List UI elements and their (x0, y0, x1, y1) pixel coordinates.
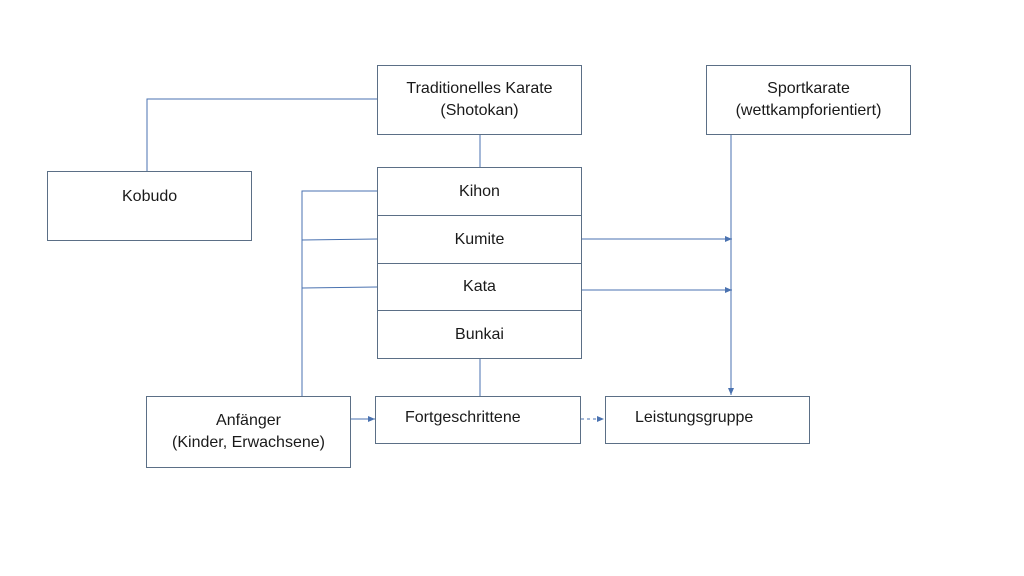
node-bunkai-label: Bunkai (455, 325, 504, 343)
node-sport-line1: Sportkarate (767, 80, 850, 97)
node-kobudo-label: Kobudo (122, 188, 178, 205)
node-beginner-line2: (Kinder, Erwachsene) (172, 434, 325, 451)
node-sport-karate: Sportkarate (wettkampforientiert) (706, 65, 911, 135)
node-beginner: Anfänger (Kinder, Erwachsene) (146, 396, 351, 468)
node-beginner-line1: Anfänger (216, 412, 281, 429)
node-kata: Kata (377, 263, 582, 311)
node-advanced: Fortgeschrittene (375, 396, 581, 444)
line-beginner-kumite (301, 238, 378, 241)
node-traditional-karate: Traditionelles Karate (Shotokan) (377, 65, 582, 135)
node-sport-line2: (wettkampforientiert) (735, 102, 882, 119)
node-performance-label: Leistungsgruppe (635, 409, 754, 426)
node-kumite-label: Kumite (454, 230, 505, 248)
node-kata-label: Kata (463, 278, 496, 295)
node-advanced-label: Fortgeschrittene (405, 409, 521, 426)
node-kihon-label: Kihon (459, 182, 500, 200)
node-traditional-line1: Traditionelles Karate (406, 80, 553, 97)
node-bunkai: Bunkai (377, 310, 582, 359)
line-traditional-kobudo (146, 98, 377, 171)
node-kobudo: Kobudo (47, 171, 252, 241)
line-beginner-kihon (301, 190, 377, 396)
node-kumite: Kumite (377, 215, 582, 264)
line-beginner-kata (301, 286, 378, 289)
node-traditional-line2: (Shotokan) (440, 102, 519, 119)
node-kihon: Kihon (377, 167, 582, 216)
node-performance: Leistungsgruppe (605, 396, 810, 444)
